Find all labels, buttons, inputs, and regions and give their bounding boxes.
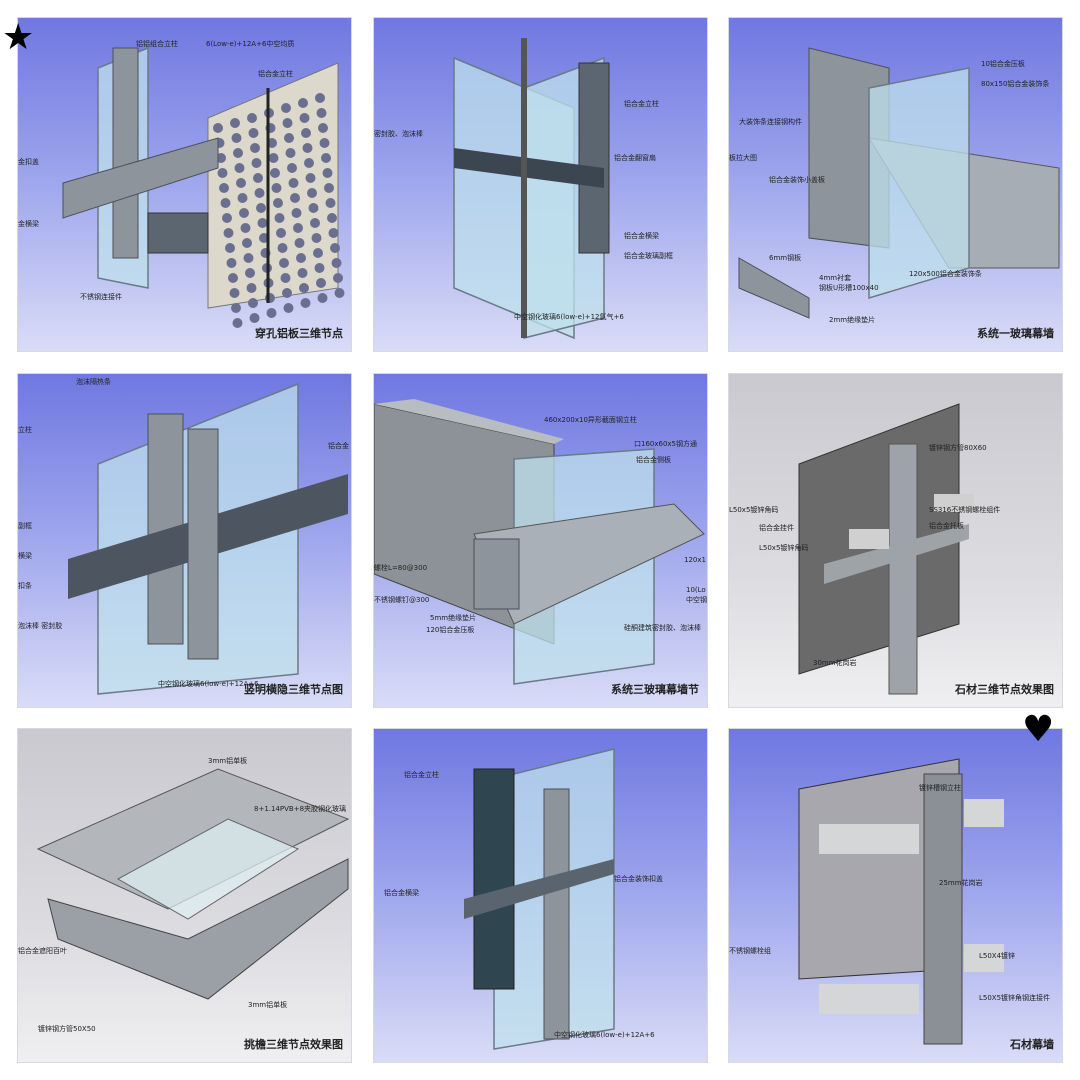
- perforated-illustration: [62, 46, 345, 328]
- callout-label: 铝合金侧板: [636, 456, 671, 464]
- panel-title: 石材幕墙: [1010, 1038, 1054, 1051]
- callout-label: 3mm铝单板: [248, 1001, 288, 1009]
- diagram-panel-window: 铝合金立柱密封胶、泡沫棒铝合金翻窗扇铝合金横梁铝合金玻璃副框中空钢化玻璃6(lo…: [373, 17, 708, 352]
- callout-label: 10铝合金压板: [981, 60, 1025, 68]
- frame-illustration: [464, 748, 615, 1050]
- callout-label: 2mm绝缘垫片: [829, 316, 876, 324]
- callout-label: 10(Lo: [686, 586, 706, 594]
- callout-label: 大装饰条连接钢构件: [739, 118, 802, 126]
- callout-label: 立柱: [18, 426, 32, 434]
- steelbox-illustration: [374, 399, 705, 685]
- panel-title: 石材三维节点效果图: [955, 683, 1054, 696]
- callout-label: 金横梁: [18, 220, 39, 228]
- callout-label: 铝合金托板: [929, 522, 964, 530]
- callout-label: L50x5镀锌角码: [729, 506, 779, 514]
- panel-title: 穿孔铝板三维节点: [255, 327, 343, 340]
- callout-label: 30mm花岗岩: [813, 659, 857, 667]
- callout-label: 板拉大图: [729, 154, 757, 162]
- callout-label: 铝合金横梁: [384, 889, 419, 897]
- callout-label: 6(Low-e)+12A+6中空均质: [206, 40, 295, 48]
- callout-label: 不锈钢螺钉@300: [374, 596, 430, 604]
- window-illustration: [453, 38, 610, 340]
- panel-title: 挑檐三维节点效果图: [244, 1038, 343, 1051]
- callout-label: 螺栓L=80@300: [374, 564, 428, 572]
- diagram-panel-frame: 铝合金立柱铝合金横梁 铝合金装饰扣盖中空钢化玻璃6(low-e)+12A+6: [373, 728, 708, 1063]
- fin-illustration: [738, 47, 1060, 319]
- callout-label: 铝合金: [328, 442, 349, 450]
- callout-label: 金扣盖: [18, 158, 39, 166]
- callout-label: 8+1.14PVB+8夹胶钢化玻璃: [254, 805, 347, 813]
- diagram-panel-fin: 10铝合金压板 80x150铝合金装饰条板拉大图铝合金装饰小盖板 6mm钢板 4mm衬…: [728, 17, 1063, 352]
- callout-label: 铝合金装饰小盖板: [769, 176, 825, 184]
- diagram-panel-steelbox: 460x200x10异形截面钢立柱口160x60x5钢方通铝合金侧板螺栓L=80…: [373, 373, 708, 708]
- callout-label: 3mm铝单板: [208, 757, 248, 765]
- callout-label: 硅酮建筑密封胶、泡沫棒: [624, 624, 701, 632]
- callout-label: 铝铝组合立柱: [136, 40, 178, 48]
- callout-label: 扣条: [18, 582, 32, 590]
- callout-label: 不锈钢连接件: [80, 293, 122, 301]
- mullion-illustration: [68, 382, 348, 695]
- callout-label: L50x5镀锌角码: [759, 544, 809, 552]
- heart-sticker-icon: ♥: [1022, 709, 1055, 750]
- callout-label: 钢板U形槽100x40: [819, 284, 879, 292]
- callout-label: 中空钢: [686, 596, 707, 604]
- callout-label: 口160x60x5钢方通: [634, 440, 698, 448]
- callout-label: 铝合金遮阳百叶: [18, 947, 67, 955]
- callout-label: 不锈钢螺栓组: [729, 947, 771, 955]
- callout-label: 6mm钢板: [769, 254, 802, 262]
- callout-label: 铝合金立柱: [404, 771, 439, 779]
- callout-label: 铝合金横梁: [624, 232, 659, 240]
- callout-label: 120x500铝合金装饰条: [909, 270, 982, 278]
- callout-label: 横梁: [18, 552, 32, 560]
- stone-illustration: [798, 403, 974, 695]
- callout-label: 80x150铝合金装饰条: [981, 80, 1050, 88]
- callout-label: 25mm花岗岩: [939, 879, 983, 887]
- callout-label: 镀锌钢方管80X60: [929, 444, 987, 452]
- callout-label: 铝合金立柱: [624, 100, 659, 108]
- callout-label: 铝合金立柱: [258, 70, 293, 78]
- callout-label: 120x1: [684, 556, 706, 564]
- callout-label: 泡沫隔热条: [76, 378, 111, 386]
- canopy-illustration: [36, 768, 350, 1000]
- callout-label: 铝合金挂件: [759, 524, 794, 532]
- callout-label: 中空钢化玻璃6(low-e)+12氩气+6: [514, 313, 624, 321]
- callout-label: 铝合金玻璃副框: [624, 252, 673, 260]
- callout-label: 镀锌钢方管50X50: [38, 1025, 96, 1033]
- callout-label: SS316不锈钢螺栓组件: [929, 506, 1001, 514]
- callout-label: 副框: [18, 522, 32, 530]
- callout-label: 5mm绝缘垫片: [430, 614, 477, 622]
- panel-title: 系统三玻璃幕墙节: [611, 683, 699, 696]
- callout-label: L50X5镀锌角钢连接件: [979, 994, 1051, 1002]
- callout-label: 铝合金翻窗扇: [614, 154, 656, 162]
- callout-label: 镀锌槽钢立柱: [919, 784, 961, 792]
- panel-title: 系统一玻璃幕墙: [977, 327, 1054, 340]
- callout-label: 密封胶、泡沫棒: [374, 130, 423, 138]
- callout-label: 460x200x10异形截面钢立柱: [544, 416, 637, 424]
- callout-label: 中空钢化玻璃6(low-e)+12A+6: [554, 1031, 655, 1039]
- star-sticker-icon: ★: [2, 17, 35, 58]
- callout-label: 120铝合金压板: [426, 626, 475, 634]
- stone2-illustration: [798, 758, 1004, 1045]
- callout-label: 泡沫棒 密封胶: [18, 622, 63, 630]
- panel-title: 竖明横隐三维节点图: [244, 683, 343, 696]
- diagram-panel-mullion: 泡沫隔热条立柱铝合金副框横梁扣条泡沫棒 密封胶中空钢化玻璃6(low-e)+12…: [17, 373, 352, 708]
- diagram-panel-stone2: 镀锌槽钢立柱 25mm花岗岩不锈钢螺栓组 L50X4镀锌 L50X5镀锌角钢连接件石材…: [728, 728, 1063, 1063]
- callout-label: 中空钢化玻璃6(low-e)+12A+6: [158, 680, 259, 688]
- callout-label: 铝合金装饰扣盖: [614, 875, 663, 883]
- diagram-panel-canopy: 3mm铝单板 8+1.14PVB+8夹胶钢化玻璃铝合金遮阳百叶 3mm铝单板镀锌钢方…: [17, 728, 352, 1063]
- callout-label: L50X4镀锌: [979, 952, 1016, 960]
- callout-label: 4mm衬套: [819, 274, 852, 282]
- diagram-panel-perforated: 铝铝组合立柱 6(Low-e)+12A+6中空均质铝合金立柱金扣盖金横梁不锈钢连接…: [17, 17, 352, 352]
